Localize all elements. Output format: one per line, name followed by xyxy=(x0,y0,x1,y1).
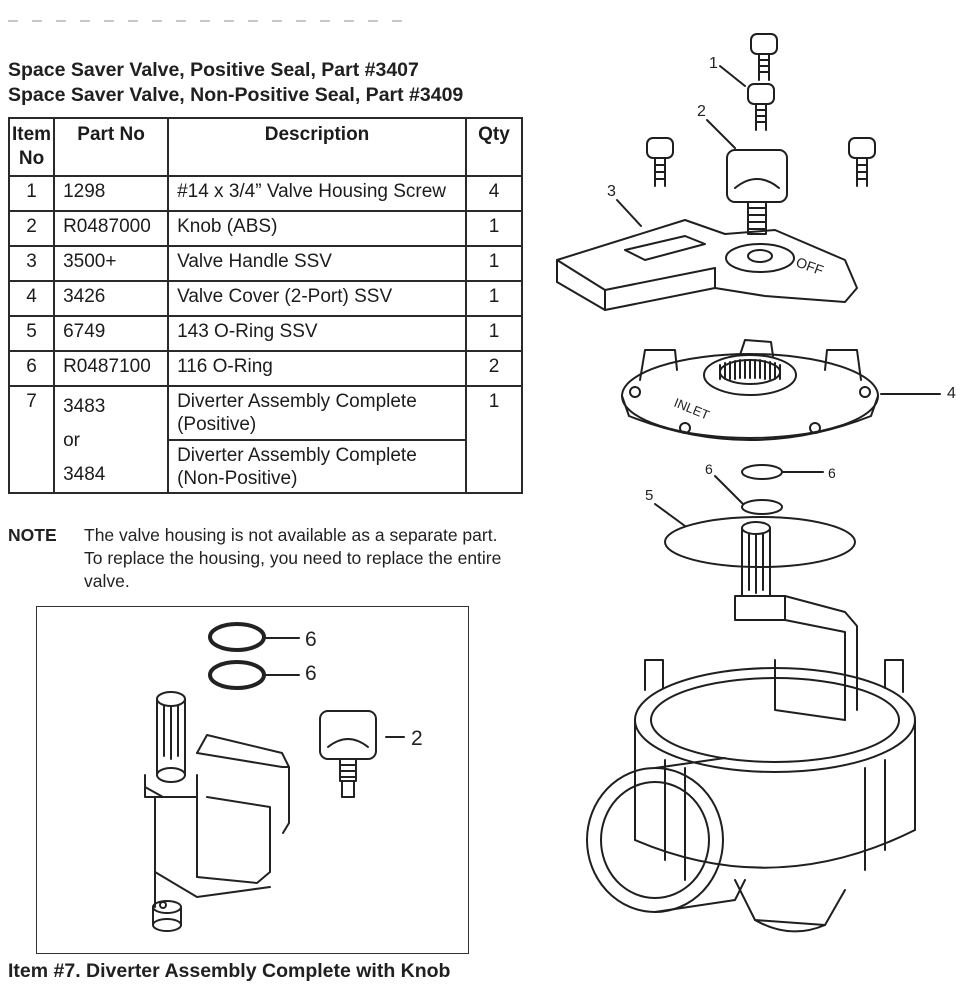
callout-6: 6 xyxy=(305,662,317,685)
table-row: Diverter Assembly Complete (Non-Positive… xyxy=(9,438,522,494)
o-ring-illustration xyxy=(664,516,856,568)
callout-4: 4 xyxy=(947,385,956,402)
diverter-assembly-illustration: 6 6 2 xyxy=(144,622,423,932)
header-description: Description xyxy=(167,117,467,177)
cell-part: 3500+ xyxy=(53,245,170,282)
callout-6: 6 xyxy=(828,465,836,481)
screw-illustration xyxy=(747,83,775,131)
title-positive-seal: Space Saver Valve, Positive Seal, Part #… xyxy=(8,59,419,81)
diverter-inset-frame: 6 6 2 xyxy=(36,606,469,954)
callout-3: 3 xyxy=(607,183,616,200)
inset-caption: Item #7. Diverter Assembly Complete with… xyxy=(8,960,451,982)
screw-illustration xyxy=(848,137,876,187)
leader-line xyxy=(714,475,744,505)
cover-inlet-text: INLET xyxy=(672,395,712,423)
cell-part: 6749 xyxy=(53,315,170,352)
cell-part: 1298 xyxy=(53,175,170,212)
callout-5: 5 xyxy=(645,487,653,504)
screw-illustration xyxy=(646,137,674,187)
table-row: 6 R0487100 116 O-Ring 2 xyxy=(7,350,523,387)
header-qty: Qty xyxy=(465,117,523,177)
cell-part-b: 3484 xyxy=(63,464,106,485)
callout-6: 6 xyxy=(305,628,317,651)
cell-description: #14 x 3/4” Valve Housing Screw xyxy=(167,175,467,212)
cell-item: 3 xyxy=(7,245,56,282)
cell-description: 143 O-Ring SSV xyxy=(167,315,467,352)
cell-description: Diverter Assembly Complete (Non-Positive… xyxy=(167,438,467,494)
table-row: 1 1298 #14 x 3/4” Valve Housing Screw 4 xyxy=(7,175,523,212)
cell-qty: 1 xyxy=(465,210,523,247)
cell-part: R0487000 xyxy=(53,210,170,247)
cell-qty: 1 xyxy=(465,315,523,352)
diverter-illustration xyxy=(144,691,290,932)
table-row: 3 3500+ Valve Handle SSV 1 xyxy=(7,245,523,282)
cell-item: 7 xyxy=(7,385,56,494)
table-header-row: Item No Part No Description Qty xyxy=(7,117,523,177)
valve-cover-illustration: INLET xyxy=(621,339,879,441)
table-row: 4 3426 Valve Cover (2-Port) SSV 1 xyxy=(7,280,523,317)
o-ring-illustration xyxy=(208,622,266,652)
title-non-positive-seal: Space Saver Valve, Non-Positive Seal, Pa… xyxy=(8,84,464,106)
cell-part-or: or xyxy=(63,430,80,451)
callout-1: 1 xyxy=(709,55,718,72)
callout-6: 6 xyxy=(705,461,713,477)
parts-table: Item No Part No Description Qty 1 1298 #… xyxy=(7,117,523,494)
knob-illustration xyxy=(726,149,788,235)
note-text: The valve housing is not available as a … xyxy=(84,525,502,591)
table-row: 2 R0487000 Knob (ABS) 1 xyxy=(7,210,523,247)
screw-illustration xyxy=(750,33,778,81)
handle-off-text: OFF xyxy=(794,254,826,279)
exploded-valve-diagram: 1 2 OFF 3 INLET 4 xyxy=(556,33,956,933)
valve-body-illustration xyxy=(586,521,916,933)
cell-item: 6 xyxy=(7,350,56,387)
cell-qty: 1 xyxy=(465,385,523,494)
cell-part: R0487100 xyxy=(53,350,170,387)
header-part-no: Part No xyxy=(53,117,170,177)
callout-2: 2 xyxy=(697,103,706,120)
cell-description: Diverter Assembly Complete (Positive) xyxy=(167,385,467,441)
cell-qty: 1 xyxy=(465,245,523,282)
cell-part-a: 3483 xyxy=(63,396,106,417)
cell-description: 116 O-Ring xyxy=(167,350,467,387)
scan-artifact-strip xyxy=(8,12,438,26)
leader-line xyxy=(706,119,736,149)
knob-illustration xyxy=(319,710,377,798)
cell-part: 3426 xyxy=(53,280,170,317)
header-item-no: Item No xyxy=(7,117,56,177)
leader-line xyxy=(654,503,686,527)
o-ring-illustration xyxy=(208,660,266,690)
leader-line xyxy=(616,199,642,227)
cell-item: 5 xyxy=(7,315,56,352)
valve-handle-illustration: OFF xyxy=(556,219,858,311)
cell-description: Valve Handle SSV xyxy=(167,245,467,282)
cell-item: 2 xyxy=(7,210,56,247)
cell-part-options: 3483 or 3484 xyxy=(53,385,170,494)
callout-2: 2 xyxy=(411,727,423,750)
cell-qty: 2 xyxy=(465,350,523,387)
table-row: 7 3483 or 3484 Diverter Assembly Complet… xyxy=(7,385,523,494)
cell-qty: 4 xyxy=(465,175,523,212)
cell-qty: 1 xyxy=(465,280,523,317)
cell-item: 4 xyxy=(7,280,56,317)
leader-line xyxy=(719,65,746,87)
cell-item: 1 xyxy=(7,175,56,212)
o-ring-illustration xyxy=(741,499,783,515)
document-titles: Space Saver Valve, Positive Seal, Part #… xyxy=(8,58,568,108)
table-row: 5 6749 143 O-Ring SSV 1 xyxy=(7,315,523,352)
note-label: NOTE xyxy=(8,525,57,545)
cell-description: Valve Cover (2-Port) SSV xyxy=(167,280,467,317)
o-ring-illustration xyxy=(741,464,783,480)
cell-description: Knob (ABS) xyxy=(167,210,467,247)
